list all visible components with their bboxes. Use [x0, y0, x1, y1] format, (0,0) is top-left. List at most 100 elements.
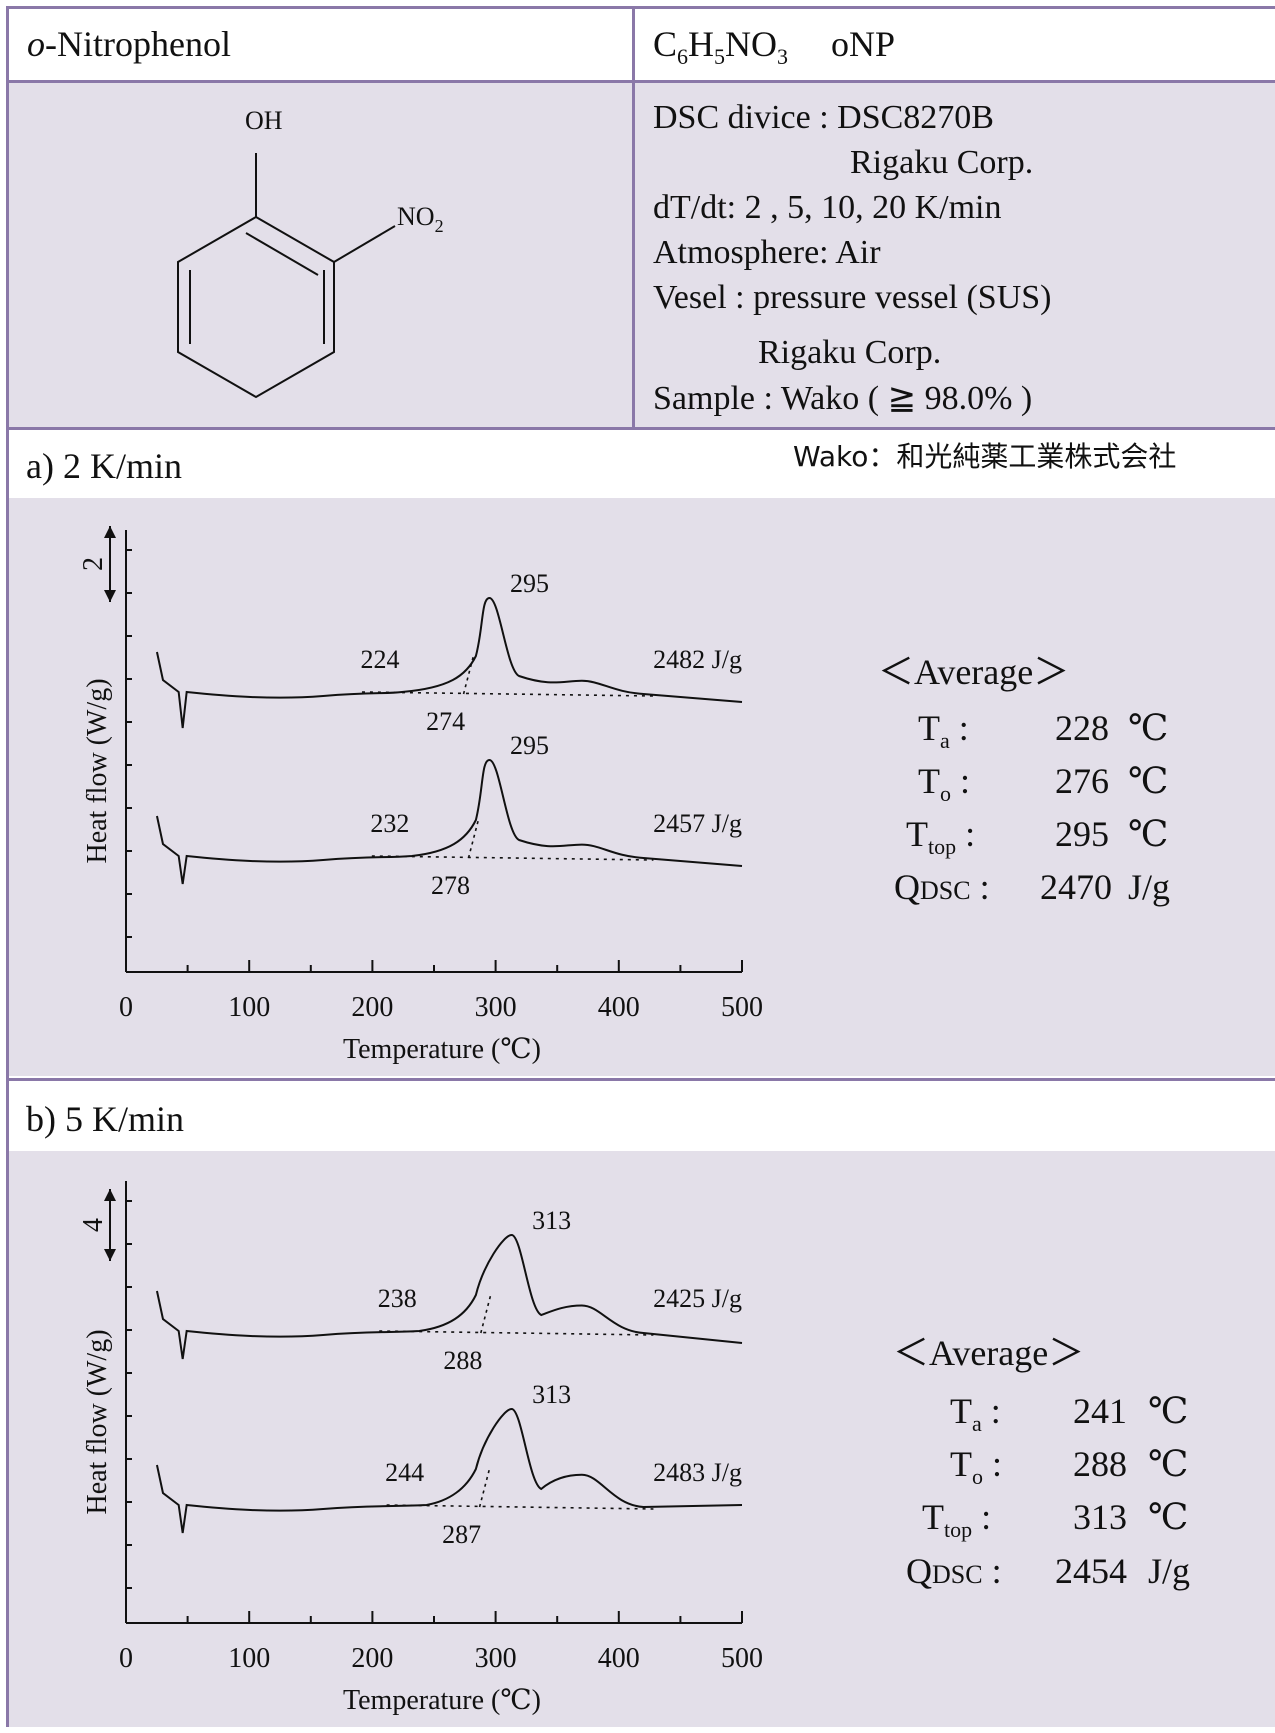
section-b-title: b) 5 K/min: [26, 1099, 184, 1139]
scale-arrow-down: [104, 1249, 116, 1261]
y-axis-label: Heat flow (W/g): [82, 678, 113, 863]
avg-b-to-value: 288: [1073, 1444, 1127, 1484]
x-tick-label: 100: [228, 1643, 270, 1674]
avg-a-q-unit: J/g: [1128, 867, 1171, 907]
avg-b-ttop-unit: ℃: [1148, 1497, 1189, 1537]
info-line-5: Vesel : pressure vessel (SUS): [653, 279, 1052, 316]
info-line-7: Sample : Wako ( ≧ 98.0% ): [653, 380, 1033, 417]
x-tick-label: 100: [228, 992, 270, 1023]
wako-note: Wako：和光純薬工業株式会社: [793, 440, 1177, 473]
x-tick-label: 300: [475, 992, 517, 1023]
x-tick-label: 200: [351, 992, 393, 1023]
avg-b-q-label: QDSC :: [906, 1551, 1002, 1591]
peak-label: 313: [532, 1380, 571, 1409]
chart-b-area: [9, 1151, 1275, 1727]
ta-label: 244: [385, 1458, 424, 1487]
compound-name: o-Nitrophenol: [27, 26, 231, 62]
avg-a-heading: ＜Average＞: [878, 652, 1070, 692]
info-line-3: dT/dt: 2 , 5, 10, 20 K/min: [653, 189, 1002, 226]
divider: [6, 427, 1275, 430]
q-label: 2482 J/g: [653, 645, 742, 674]
x-tick-label: 0: [119, 1643, 133, 1674]
chart-a-area: [9, 498, 1275, 1076]
ta-label: 232: [370, 809, 409, 838]
x-axis-label: Temperature (℃): [343, 1685, 541, 1716]
avg-a-to-unit: ℃: [1128, 761, 1169, 801]
avg-a-q-value: 2470: [1040, 867, 1112, 907]
avg-b-ta-value: 241: [1073, 1391, 1127, 1431]
divider: [632, 6, 635, 430]
y-axis-label: Heat flow (W/g): [82, 1329, 113, 1514]
avg-b-ta-label: Ta :: [950, 1391, 1001, 1436]
avg-b-ttop-label: Ttop :: [922, 1497, 992, 1542]
avg-b-heading: ＜Average＞: [893, 1333, 1085, 1373]
scale-arrow-down: [104, 590, 116, 602]
to-label: 287: [442, 1520, 481, 1549]
x-tick-label: 500: [721, 992, 763, 1023]
avg-b-ta-unit: ℃: [1148, 1391, 1189, 1431]
molecule-structure: OH NO2: [177, 106, 444, 399]
scale-bar-label: 2: [78, 557, 109, 571]
x-tick-label: 300: [475, 1643, 517, 1674]
onset-tangent: [480, 1294, 492, 1334]
section-a-title: a) 2 K/min: [26, 446, 182, 486]
x-tick-label: 0: [119, 992, 133, 1023]
avg-b-q-value: 2454: [1055, 1551, 1127, 1591]
to-label: 274: [426, 707, 465, 736]
onset-tangent: [478, 1468, 491, 1508]
scale-bar-label: 4: [78, 1218, 109, 1232]
q-label: 2457 J/g: [653, 809, 742, 838]
avg-a-to-label: To :: [918, 761, 971, 806]
baseline-dotted: [379, 1330, 654, 1336]
avg-a-to-value: 276: [1055, 761, 1109, 801]
x-tick-label: 400: [598, 992, 640, 1023]
scale-arrow-up: [104, 1189, 116, 1201]
avg-a-ttop-unit: ℃: [1128, 814, 1169, 854]
dsc-curve-1: [155, 1233, 743, 1360]
to-label: 288: [443, 1346, 482, 1375]
avg-b-to-unit: ℃: [1148, 1444, 1189, 1484]
baseline-dotted: [361, 691, 654, 697]
x-tick-label: 400: [598, 1643, 640, 1674]
x-tick-label: 500: [721, 1643, 763, 1674]
avg-a-ttop-value: 295: [1055, 814, 1109, 854]
info-line-6: Rigaku Corp.: [758, 334, 942, 371]
to-label: 278: [431, 871, 470, 900]
compound-italic-prefix: o: [27, 24, 45, 64]
peak-label: 295: [510, 731, 549, 760]
dsc-curve-1: [155, 596, 743, 729]
q-label: 2425 J/g: [653, 1284, 742, 1313]
q-label: 2483 J/g: [653, 1458, 742, 1487]
divider: [6, 80, 1275, 83]
avg-a-q-label: QDSC :: [894, 867, 990, 907]
divider: [6, 1078, 1275, 1081]
avg-b-to-label: To :: [950, 1444, 1003, 1489]
no2-label: NO2: [397, 202, 444, 236]
info-line-1: DSC divice : DSC8270B: [653, 99, 994, 136]
avg-a-ta-unit: ℃: [1128, 708, 1169, 748]
info-line-4: Atmosphere: Air: [653, 234, 881, 271]
avg-a-ttop-label: Ttop :: [906, 814, 976, 859]
info-line-2: Rigaku Corp.: [850, 144, 1034, 181]
avg-a-ta-value: 228: [1055, 708, 1109, 748]
compound-name-rest: -Nitrophenol: [45, 24, 231, 64]
axes: [109, 1181, 743, 1624]
formula: C6H5NO3 oNP: [653, 24, 896, 69]
peak-label: 313: [532, 1206, 571, 1235]
compound-abbrev: oNP: [831, 24, 896, 64]
oh-label: OH: [245, 106, 283, 135]
ta-label: 238: [378, 1284, 417, 1313]
axes: [109, 526, 743, 973]
peak-label: 295: [510, 569, 549, 598]
baseline-dotted: [371, 855, 654, 861]
avg-b-ttop-value: 313: [1073, 1497, 1127, 1537]
ta-label: 224: [360, 645, 399, 674]
dsc-curve-2: [155, 1407, 743, 1534]
x-tick-label: 200: [351, 1643, 393, 1674]
info-cell: [635, 83, 1275, 427]
avg-b-q-unit: J/g: [1148, 1551, 1191, 1591]
x-axis-label: Temperature (℃): [343, 1034, 541, 1065]
baseline-dotted: [386, 1504, 654, 1510]
